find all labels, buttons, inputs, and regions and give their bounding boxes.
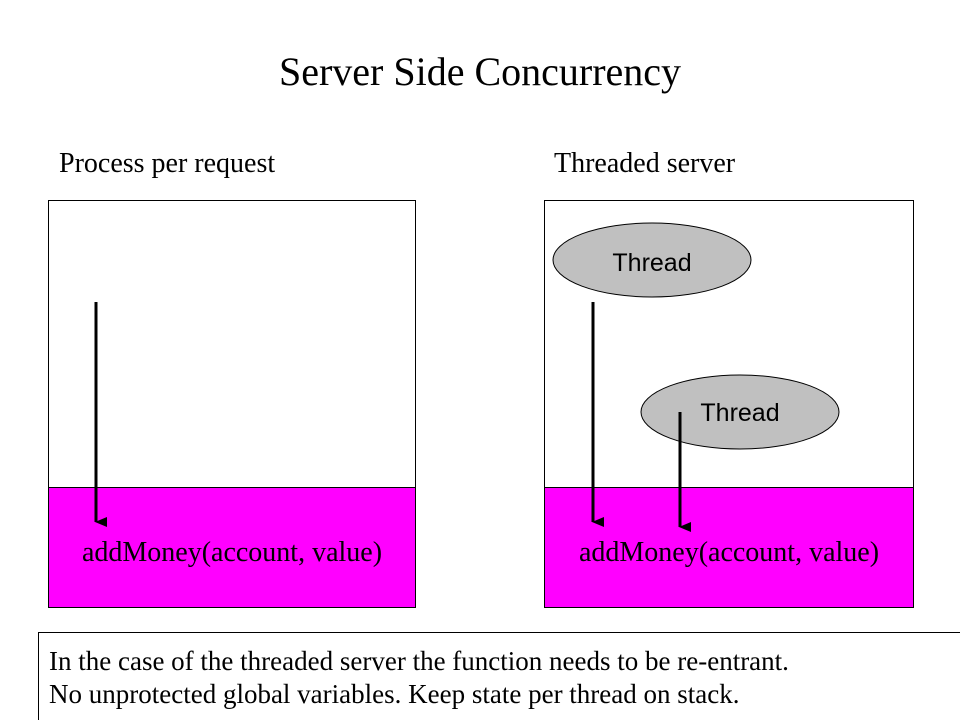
- function-call-label-left: addMoney(account, value): [81, 537, 383, 568]
- process-per-request-label: Process per request: [59, 148, 276, 179]
- thread-ellipse-2: [640, 374, 840, 450]
- function-region-left: addMoney(account, value): [48, 487, 416, 608]
- note-line-1: In the case of the threaded server the f…: [49, 646, 789, 676]
- thread-ellipse-1: [552, 222, 752, 298]
- thread-label-1: Thread: [612, 249, 692, 277]
- note-line-2: No unprotected global variables. Keep st…: [49, 679, 740, 709]
- thread-label-2: Thread: [700, 399, 780, 427]
- reentrancy-note: In the case of the threaded server the f…: [38, 632, 960, 720]
- threaded-server-label: Threaded server: [554, 148, 736, 179]
- function-region-right: addMoney(account, value): [544, 487, 914, 608]
- slide-title: Server Side Concurrency: [278, 49, 682, 94]
- process-per-request-panel: addMoney(account, value): [48, 200, 416, 608]
- function-call-label-right: addMoney(account, value): [578, 537, 880, 568]
